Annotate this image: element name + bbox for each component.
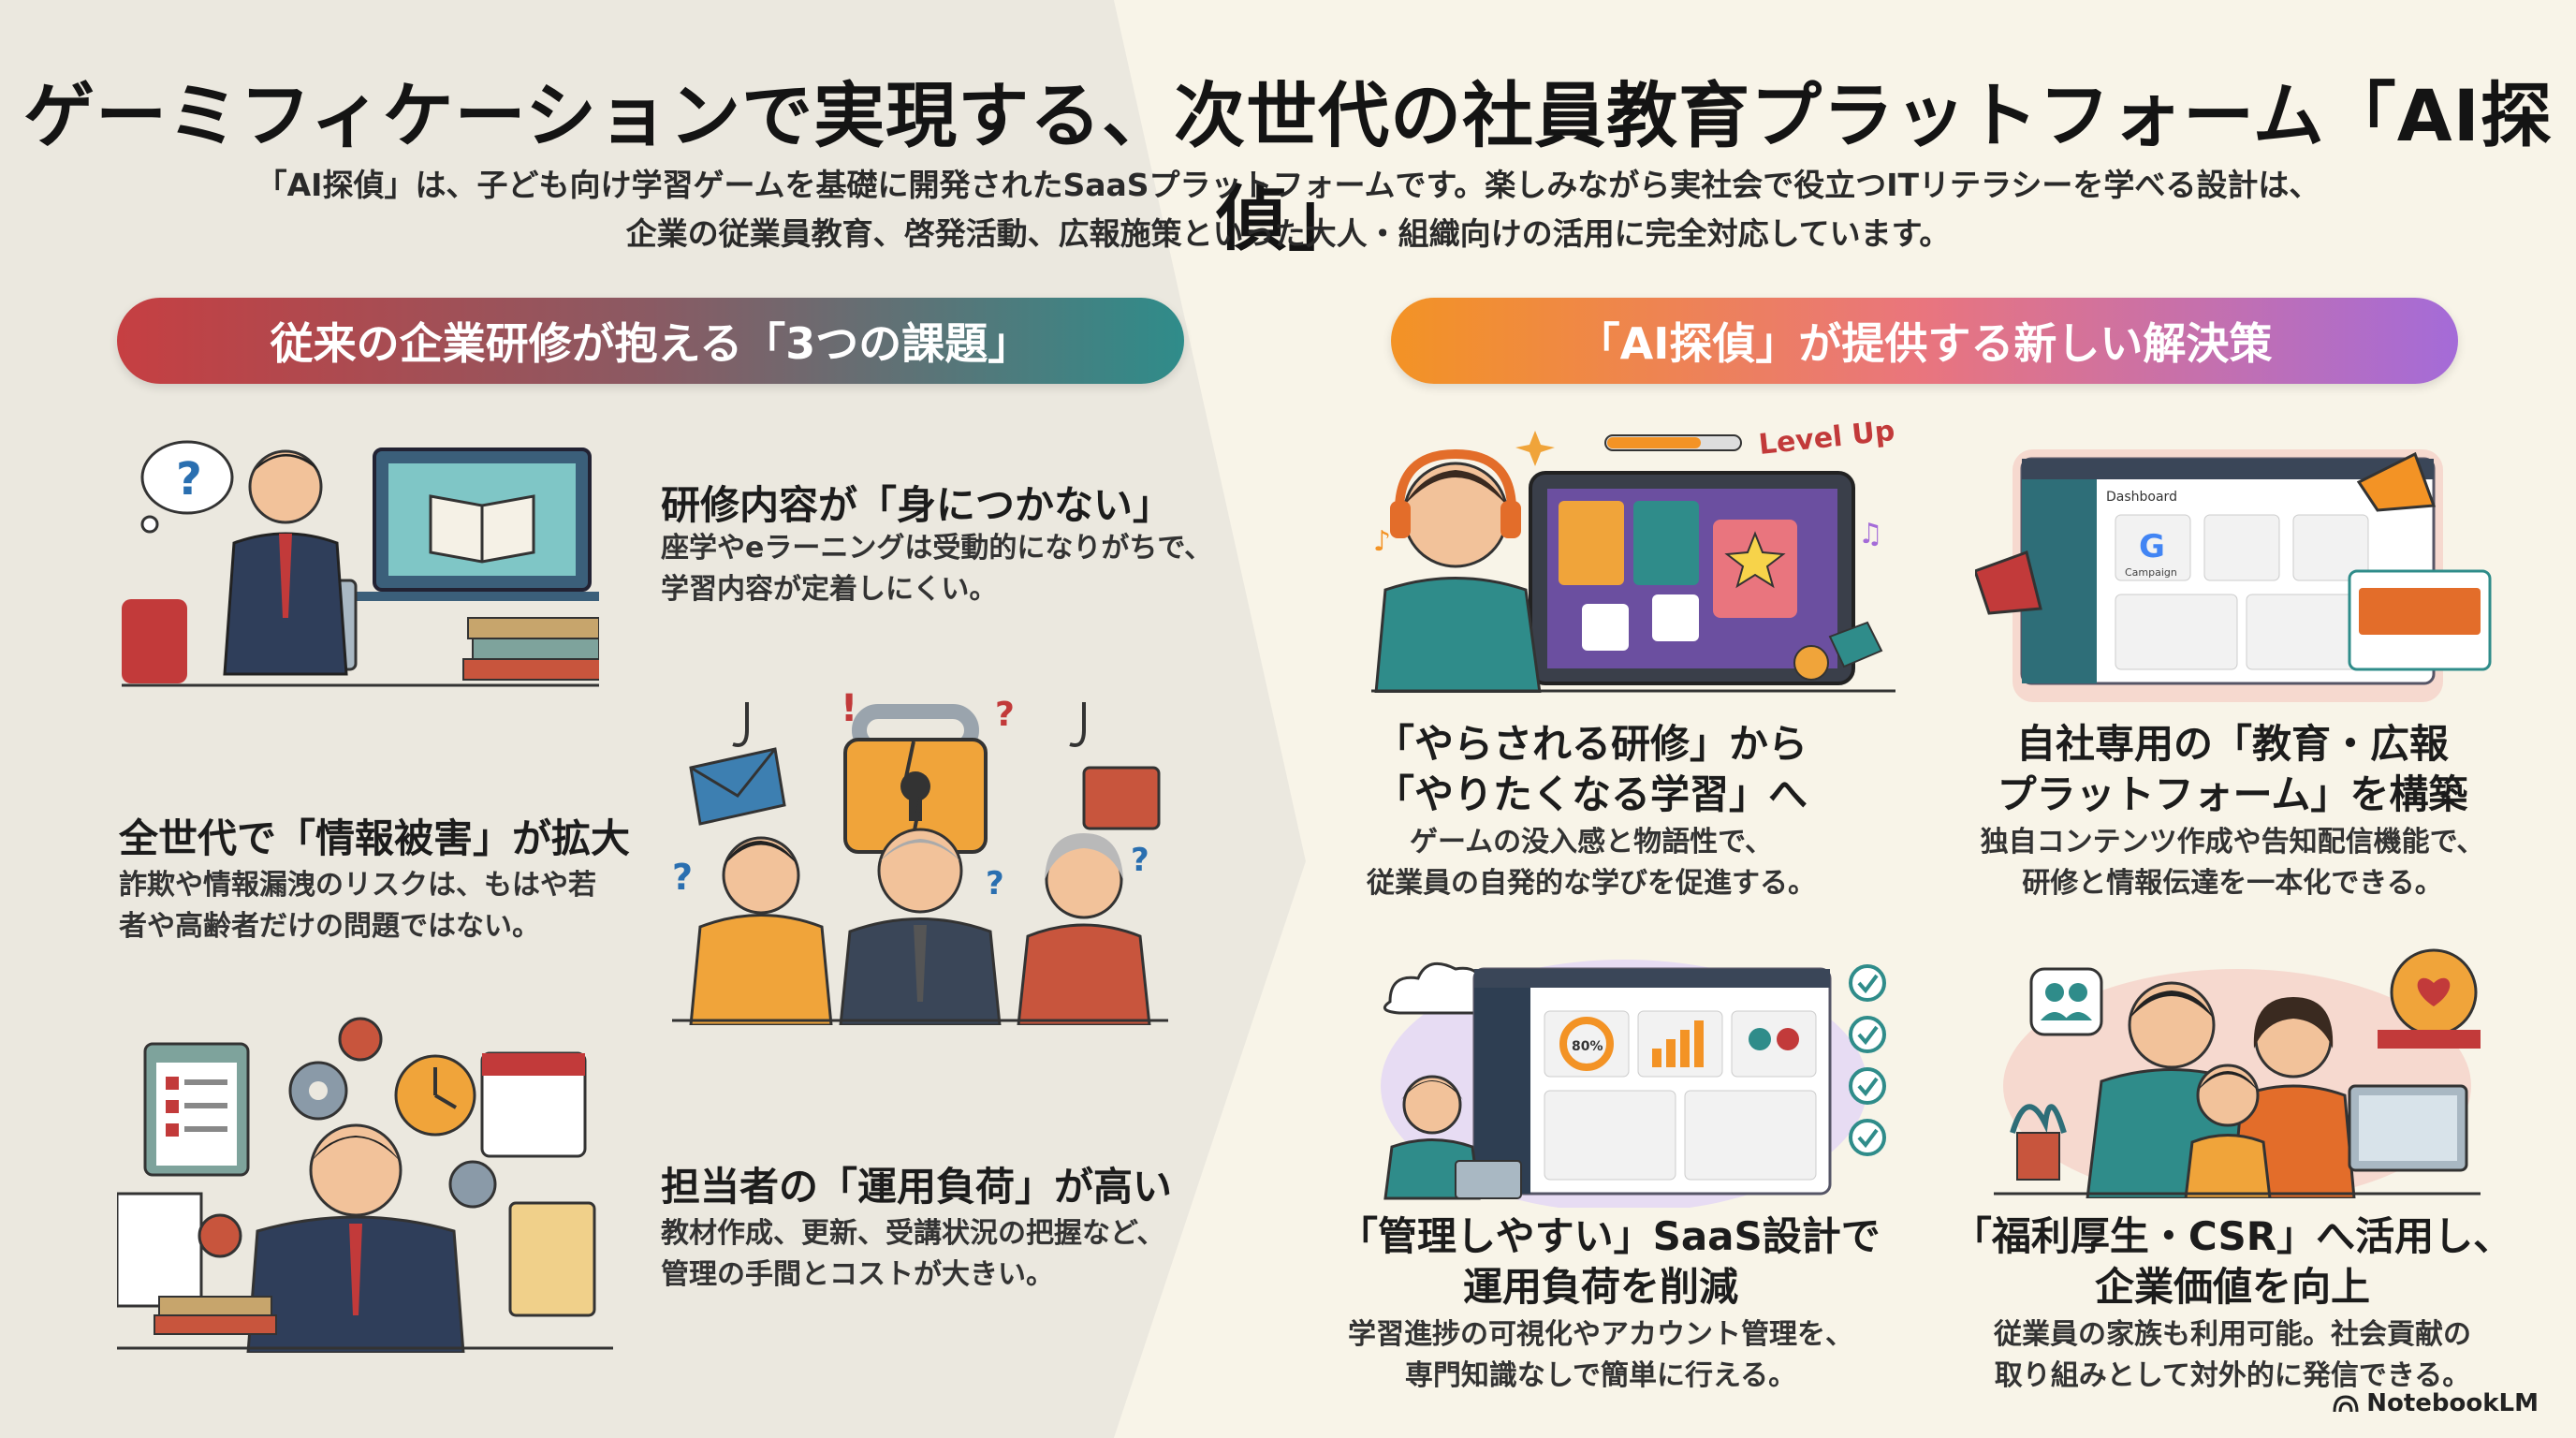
subtitle-line-2: 企業の従業員教育、啓発活動、広報施策といった大人・組織向けの活用に完全対応してい… bbox=[625, 215, 1951, 252]
svg-text:?: ? bbox=[995, 696, 1015, 734]
check-icon bbox=[1849, 964, 1886, 1002]
solution-4-title: 「福利厚生・CSR」へ活用し、 企業価値を向上 bbox=[1952, 1213, 2513, 1310]
svg-text:♪: ♪ bbox=[1373, 525, 1391, 558]
solution-2-illustration: Dashboard G Campaign bbox=[1975, 449, 2492, 702]
dashboard-brand: Dashboard bbox=[2106, 490, 2177, 505]
svg-text:!: ! bbox=[841, 687, 857, 730]
folder-icon bbox=[1082, 766, 1161, 830]
megaphone-icon bbox=[2356, 451, 2437, 512]
problem-2-title: 全世代で「情報被害」が拡大 bbox=[119, 815, 631, 861]
solution-1-title: 「やらされる研修」から 「やりたくなる学習」へ bbox=[1374, 721, 1808, 817]
solution-4-body: 従業員の家族も利用可能。社会貢献の 取り組みとして対外的に発信できる。 bbox=[1994, 1318, 2471, 1392]
page-subtitle: 「AI探偵」は、子ども向け学習ゲームを基礎に開発されたSaaSプラットフォームで… bbox=[0, 161, 2576, 258]
group-icon bbox=[2029, 967, 2103, 1036]
svg-text:?: ? bbox=[986, 865, 1004, 902]
solution-2-title: 自社専用の「教育・広報 プラットフォーム」を構築 bbox=[1997, 721, 2468, 817]
headphones-icon bbox=[1395, 448, 1516, 511]
solution-2-body: 独自コンテンツ作成や告知配信機能で、 研修と情報伝達を一本化できる。 bbox=[1980, 826, 2485, 900]
problem-1-title: 研修内容が「身につかない」 bbox=[661, 482, 1173, 528]
notebooklm-logo: NotebookLM bbox=[2333, 1389, 2539, 1417]
page-title: ゲーミフィケーションで実現する、次世代の社員教育プラットフォーム「AI探偵」 bbox=[23, 74, 2553, 260]
svg-text:?: ? bbox=[1131, 842, 1149, 879]
problem-3-body: 教材作成、更新、受講状況の把握など、 管理の手間とコストが大きい。 bbox=[661, 1217, 1165, 1291]
megaphone-icon-2 bbox=[1975, 550, 2042, 615]
solutions-banner: 「AI探偵」が提供する新しい解決策 bbox=[1391, 298, 2458, 384]
solution-3-title: 「管理しやすい」SaaS設計で 運用負荷を削減 bbox=[1339, 1213, 1881, 1310]
problem-2-illustration: ! ? ? ? ? bbox=[672, 687, 1168, 1025]
star-icon bbox=[1724, 531, 1786, 589]
solution-3-illustration: 80% bbox=[1381, 960, 1886, 1208]
problem-3-illustration bbox=[117, 1017, 613, 1353]
solution-4-illustration bbox=[1994, 948, 2481, 1198]
svg-text:G: G bbox=[2139, 528, 2165, 565]
solution-3-body: 学習進捗の可視化やアカウント管理を、 専門知識なしで簡単に行える。 bbox=[1348, 1318, 1853, 1392]
notebooklm-icon bbox=[2333, 1395, 2359, 1413]
level-up-text: Level Up! bbox=[1757, 413, 1895, 461]
svg-text:♫: ♫ bbox=[1858, 518, 1883, 550]
problems-banner: 従来の企業研修が抱える「3つの課題」 bbox=[117, 298, 1184, 384]
problem-3-title: 担当者の「運用負荷」が高い bbox=[661, 1164, 1173, 1210]
campaign-label: Campaign bbox=[2125, 566, 2177, 579]
problem-1-illustration: ? bbox=[122, 440, 599, 687]
svg-text:?: ? bbox=[176, 453, 202, 506]
problem-2-body: 詐欺や情報漏洩のリスクは、もはや若 者や高齢者だけの問題ではない。 bbox=[119, 869, 596, 943]
subtitle-line-1: 「AI探偵」は、子ども向け学習ゲームを基礎に開発されたSaaSプラットフォームで… bbox=[256, 167, 2320, 203]
footer-brand: NotebookLM bbox=[2366, 1389, 2539, 1417]
coin-icon bbox=[1793, 645, 1829, 681]
sparkle-icon bbox=[1515, 431, 1555, 466]
progress-label: 80% bbox=[1572, 1039, 1603, 1054]
solution-1-illustration: Level Up! ♪ ♫ bbox=[1371, 413, 1895, 693]
svg-text:?: ? bbox=[672, 857, 693, 898]
hook-icon bbox=[732, 702, 749, 747]
thought-bubble-icon bbox=[140, 440, 234, 515]
problem-1-body: 座学やeラーニングは受動的になりがちで、 学習内容が定着しにくい。 bbox=[661, 532, 1213, 606]
solution-1-body: ゲームの没入感と物語性で、 従業員の自発的な学びを促進する。 bbox=[1367, 826, 1816, 900]
plant-icon bbox=[2010, 1104, 2067, 1134]
mail-icon bbox=[689, 747, 786, 826]
